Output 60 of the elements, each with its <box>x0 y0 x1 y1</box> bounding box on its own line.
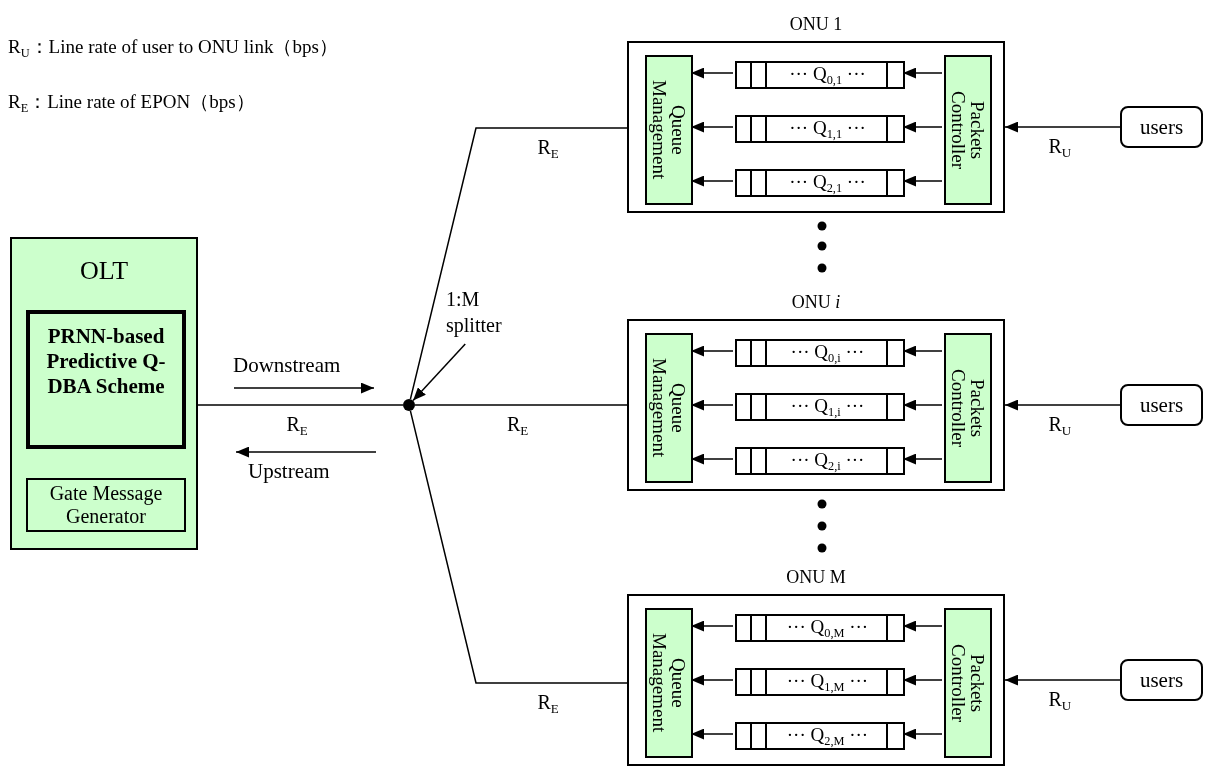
users-label: users <box>1138 394 1185 418</box>
edge-label: R$_{E}$ <box>507 413 529 439</box>
queue-management-block: Queue Management <box>645 333 693 483</box>
direction-label: Upstream <box>248 459 330 484</box>
onu-title: ONU M <box>785 568 847 588</box>
direction-label: Downstream <box>233 353 341 378</box>
fiber-line <box>409 127 628 400</box>
edge-label: R$_{U}$ <box>1048 688 1072 714</box>
edge-label: R$_{U}$ <box>1048 135 1072 161</box>
queue-label: ··· Q$_{2,M}$ ··· <box>785 725 870 749</box>
queue-label: ··· Q$_{0,M}$ ··· <box>785 617 870 641</box>
queue-buffer <box>735 668 905 696</box>
olt-box <box>10 237 198 550</box>
users-label: users <box>1138 669 1185 693</box>
generator-box <box>26 478 186 532</box>
queue-label: ··· Q$_{0,i}$ ··· <box>789 342 866 366</box>
onu-title: ONU 1 <box>788 15 844 35</box>
users-box <box>1120 384 1203 426</box>
edge-label: R$_{E}$ <box>537 136 559 162</box>
leader-arrow <box>412 343 466 402</box>
legend-note: R$_{E}$：Line rate of EPON（bps） <box>8 90 255 116</box>
arrow <box>1004 399 1121 411</box>
queue-label: ··· Q$_{2,1}$ ··· <box>788 172 867 196</box>
fiber-line <box>414 404 628 406</box>
packets-controller-block: Packets Controller <box>944 608 992 758</box>
packets-controller-block: Packets Controller <box>944 55 992 205</box>
packets-controller-block: Packets Controller <box>944 333 992 483</box>
users-box <box>1120 659 1203 701</box>
scheme-box <box>26 310 186 449</box>
queue-label: ··· Q$_{1,i}$ ··· <box>789 396 866 420</box>
queue-management-block: Queue Management <box>645 55 693 205</box>
queue-label: ··· Q$_{2,i}$ ··· <box>789 450 866 474</box>
queue-buffer <box>735 393 905 421</box>
splitter-label: 1:M splitter <box>446 286 538 344</box>
scheme-label: PRNN-based Predictive Q-DBA Scheme <box>45 324 167 400</box>
fiber-line <box>197 404 404 406</box>
splitter-dot <box>403 399 415 411</box>
queue-buffer <box>735 339 905 367</box>
edge-label: R$_{U}$ <box>1048 413 1072 439</box>
olt-title: OLT <box>78 257 130 286</box>
users-box <box>1120 106 1203 148</box>
users-label: users <box>1138 116 1185 140</box>
queue-buffer <box>735 115 905 143</box>
queue-buffer <box>735 614 905 642</box>
generator-label: Gate Message Generator <box>48 482 164 528</box>
edge-label: R$_{E}$ <box>537 691 559 717</box>
queue-buffer <box>735 722 905 750</box>
queue-label: ··· Q$_{1,1}$ ··· <box>788 118 867 142</box>
edge-label: R$_{E}$ <box>286 413 308 439</box>
queue-buffer <box>735 61 905 89</box>
arrow <box>1004 121 1121 133</box>
queue-label: ··· Q$_{0,1}$ ··· <box>788 64 867 88</box>
legend-note: R$_{U}$：Line rate of user to ONU link（bps） <box>8 35 338 61</box>
queue-buffer <box>735 169 905 197</box>
queue-management-block: Queue Management <box>645 608 693 758</box>
arrow <box>1004 674 1121 686</box>
onu-title: ONU i <box>790 293 842 313</box>
queue-label: ··· Q$_{1,M}$ ··· <box>785 671 870 695</box>
fiber-line <box>409 410 628 684</box>
queue-buffer <box>735 447 905 475</box>
